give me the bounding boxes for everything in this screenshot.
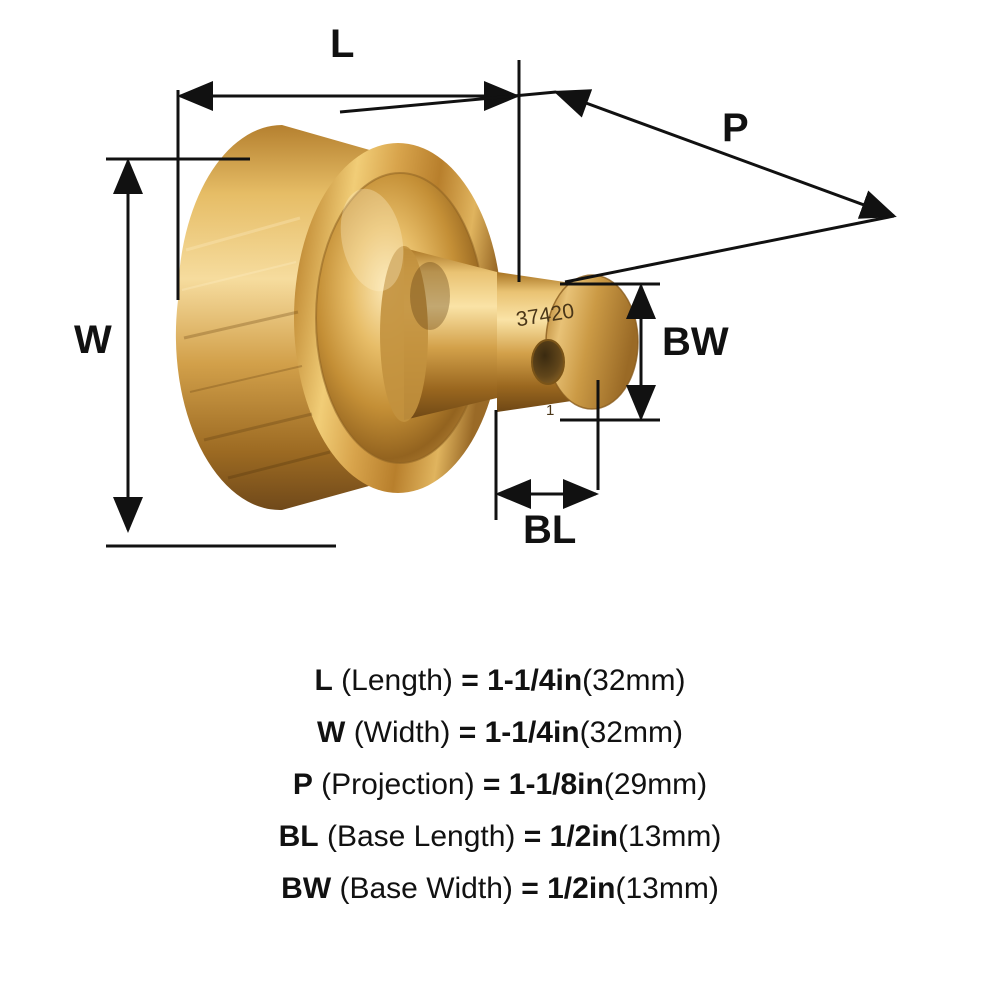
specifications-list: L (Length) = 1-1/4in(32mm) W (Width) = 1… [0,655,1000,915]
spec-value: 1-1/4in [484,716,580,749]
spec-symbol: P [292,768,313,801]
spec-equals: = [458,716,477,749]
spec-name: (Width) [353,716,451,749]
ext-line-p-left [339,90,557,114]
spec-symbol: BW [281,872,332,905]
dim-label-projection: P [722,106,749,150]
diagram-svg [106,60,897,548]
engraved-mark: 1 [546,402,555,419]
dim-arrow-p [553,89,897,219]
spec-name: (Length) [341,664,453,697]
spec-row-width: W (Width) = 1-1/4in(32mm) [0,707,1000,759]
spec-name: (Projection) [321,768,475,801]
spec-row-projection: P (Projection) = 1-1/8in(29mm) [0,759,1000,811]
dim-label-length: L [330,22,355,66]
spec-value: 1/2in [547,872,616,905]
ext-line-p-right [564,214,895,284]
spec-name: (Base Length) [326,820,516,853]
dim-label-base-width: BW [662,320,729,364]
brushed-texture [181,216,331,480]
spec-equals: = [523,820,542,853]
spec-equals: = [482,768,501,801]
shadow-dish [410,262,450,330]
screw-hole [532,340,564,384]
spec-value: 1/2in [549,820,619,853]
spec-metric: (32mm) [579,716,683,749]
knob-illustration [175,125,639,511]
spec-row-base-width: BW (Base Width) = 1/2in(13mm) [0,863,1000,915]
spec-metric: (29mm) [603,768,708,801]
spec-row-length: L (Length) = 1-1/4in(32mm) [0,655,1000,707]
spec-row-base-length: BL (Base Length) = 1/2in(13mm) [0,811,1000,863]
spec-value: 1-1/8in [508,768,604,801]
spec-name: (Base Width) [339,872,513,905]
spec-equals: = [521,872,539,905]
spec-metric: (13mm) [618,820,722,853]
spec-value: 1-1/4in [487,664,583,697]
spec-metric: (13mm) [615,872,719,905]
screw-hole-edge [531,339,565,385]
dimension-lines [106,60,897,548]
spec-equals: = [461,664,479,697]
knob-base-face [546,275,638,409]
highlight-dish [340,188,404,292]
spec-symbol: BL [278,820,319,853]
spec-symbol: W [317,716,346,749]
spec-metric: (32mm) [582,664,686,697]
knob-dimension-diagram: 37420 1 L W P BW BL [74,22,897,552]
knob-stem [404,248,497,420]
knob-stem-root [380,246,428,422]
dim-label-width: W [74,318,112,362]
spec-symbol: L [314,664,333,697]
dim-label-base-length: BL [523,508,577,552]
